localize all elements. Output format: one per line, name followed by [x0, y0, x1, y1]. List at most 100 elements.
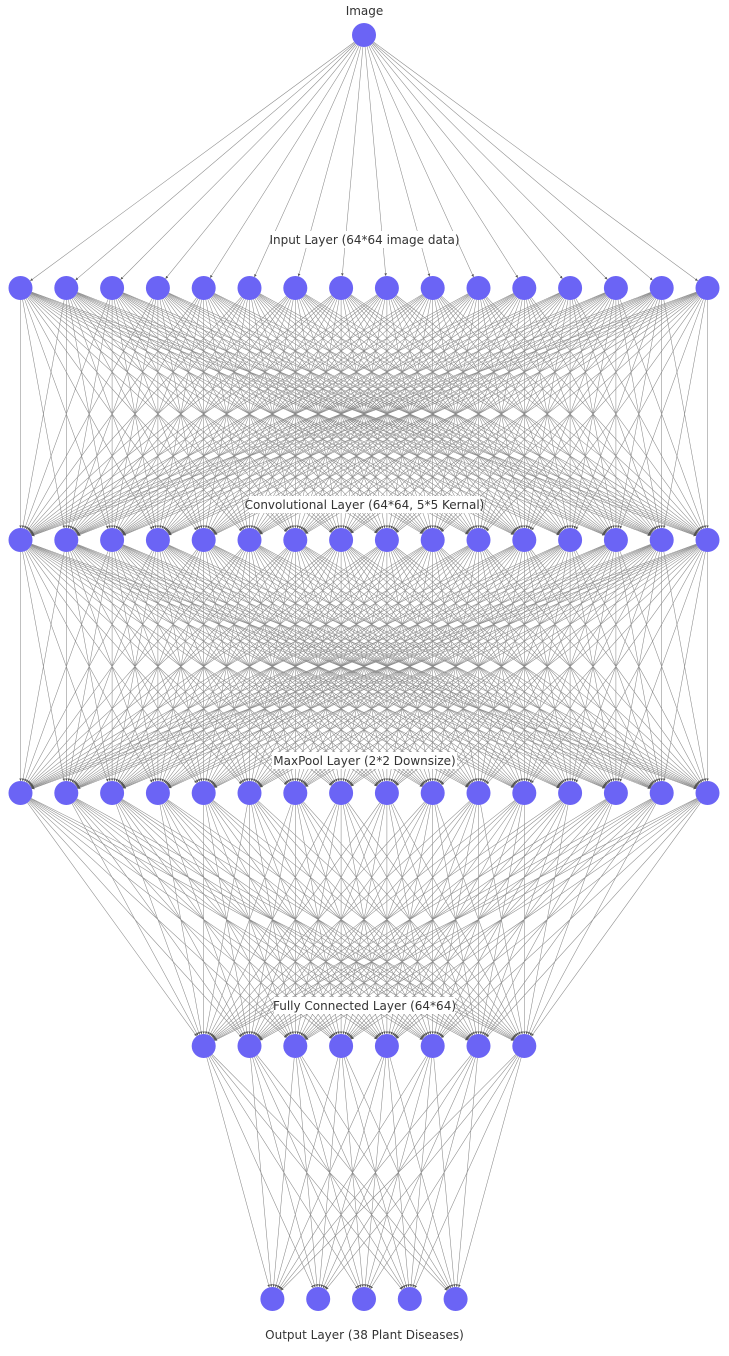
edge-conv-9-to-maxpool-0: [30, 546, 423, 787]
conv-node-8: [329, 528, 354, 552]
conv-node-7: [283, 528, 308, 552]
fc-node-8: [512, 1034, 537, 1058]
maxpool-node-12: [512, 781, 537, 805]
edge-input-15-to-conv-5: [259, 293, 698, 535]
fc-node-4: [329, 1034, 354, 1058]
edge-fc-5-to-output-0: [278, 1055, 427, 1290]
input-node-7: [283, 276, 308, 300]
fc-node-7: [466, 1034, 491, 1058]
edge-input-13-to-conv-0: [31, 292, 605, 536]
maxpool-node-2: [54, 781, 79, 805]
input-layer-label-group: Input Layer (64*64 image data): [269, 231, 460, 248]
conv-node-6: [237, 528, 262, 552]
conv-layer-label-group: Convolutional Layer (64*64, 5*5 Kernal): [245, 496, 484, 513]
maxpool-node-13: [558, 781, 583, 805]
edge-input-14-to-conv-0: [31, 292, 651, 536]
maxpool-node-4: [145, 781, 170, 805]
maxpool-layer-label-group: MaxPool Layer (2*2 Downsize): [272, 752, 457, 769]
edge-input-10-to-conv-0: [30, 293, 469, 535]
output-node-4: [397, 1287, 422, 1311]
edge-fc-2-to-output-0: [272, 1057, 295, 1288]
edge-input-15-to-conv-7: [350, 294, 698, 534]
edge-conv-15-to-maxpool-0: [31, 543, 697, 790]
edge-input-8-to-conv-0: [30, 294, 378, 534]
edge-fc-3-to-output-0: [274, 1057, 339, 1288]
edge-input-15-to-conv-1: [77, 292, 697, 536]
edge-fc-7-to-output-1: [325, 1055, 517, 1290]
edge-maxpool-3-to-fc-0: [159, 804, 203, 1035]
maxpool-node-10: [420, 781, 445, 805]
input-node-11: [466, 276, 491, 300]
maxpool-node-16: [695, 781, 720, 805]
input-layer-label-bg: [272, 231, 457, 248]
output-layer-label-group: Output Layer (38 Plant Diseases): [265, 1326, 464, 1343]
conv-node-9: [374, 528, 399, 552]
edge-maxpool-0-to-fc-0: [27, 802, 197, 1037]
edge-conv-7-to-maxpool-0: [29, 547, 332, 786]
edge-conv-15-to-maxpool-9: [441, 547, 699, 786]
edge-conv-8-to-maxpool-0: [30, 546, 378, 787]
output-layer-label-bg: [266, 1326, 463, 1343]
edge-fc-4-to-output-0: [277, 1056, 383, 1289]
edge-input-4-to-conv-0: [27, 297, 197, 531]
edge-input-15-to-conv-11: [531, 297, 701, 531]
edge-input-15-to-conv-8: [396, 295, 699, 533]
edge-maxpool-15-to-fc-7: [531, 802, 701, 1037]
fc-layer-label: Fully Connected Layer (64*64): [273, 999, 456, 1013]
edge-input-7-to-conv-0: [29, 295, 332, 533]
edge-input-15-to-conv-2: [123, 292, 697, 536]
edge-image-0-to-input-11: [370, 44, 519, 279]
maxpool-node-8: [329, 781, 354, 805]
edge-maxpool-15-to-fc-5: [441, 800, 699, 1039]
edge-conv-6-to-maxpool-0: [29, 547, 287, 786]
image-label-group: Image: [340, 2, 390, 18]
input-node-12: [512, 276, 537, 300]
input-layer-label: Input Layer (64*64 image data): [269, 233, 459, 247]
edge-conv-15-to-maxpool-12: [575, 550, 703, 783]
edge-fc-0-to-output-0: [206, 1057, 270, 1288]
edge-input-12-to-conv-0: [31, 292, 560, 536]
edge-conv-15-to-maxpool-3: [168, 544, 697, 789]
edge-conv-15-to-maxpool-5: [259, 545, 698, 788]
edge-conv-15-to-maxpool-4: [214, 545, 697, 788]
edge-conv-10-to-maxpool-0: [30, 545, 469, 788]
edge-input-15-to-conv-13: [619, 299, 704, 529]
edge-maxpool-6-to-fc-0: [207, 804, 292, 1035]
maxpool-node-3: [100, 781, 125, 805]
input-node-15: [649, 276, 674, 300]
edge-input-15-to-conv-6: [305, 294, 698, 534]
edge-maxpool-8-to-fc-0: [210, 802, 381, 1037]
maxpool-node-15: [649, 781, 674, 805]
fc-node-6: [420, 1034, 445, 1058]
edge-conv-15-to-maxpool-7: [350, 546, 698, 787]
edge-input-15-to-conv-12: [575, 298, 703, 530]
edge-conv-12-to-maxpool-0: [31, 544, 560, 789]
edge-image-0-to-input-4: [209, 44, 358, 279]
output-layer-label: Output Layer (38 Plant Diseases): [265, 1328, 464, 1342]
input-node-2: [54, 276, 79, 300]
conv-node-10: [420, 528, 445, 552]
image-label-bg: [340, 2, 390, 18]
output-node-1: [260, 1287, 285, 1311]
edge-input-15-to-conv-9: [441, 295, 699, 533]
edge-maxpool-9-to-fc-0: [211, 801, 425, 1038]
input-node-13: [558, 276, 583, 300]
edge-input-2-to-conv-0: [24, 299, 109, 529]
edge-maxpool-2-to-fc-0: [115, 804, 200, 1035]
conv-node-12: [512, 528, 537, 552]
input-node-6: [237, 276, 262, 300]
edge-image-0-to-input-0: [30, 41, 355, 282]
edge-input-15-to-conv-4: [214, 293, 697, 535]
maxpool-node-7: [283, 781, 308, 805]
edge-image-0-to-input-5: [254, 45, 360, 278]
fc-layer-label-group: Fully Connected Layer (64*64): [273, 997, 456, 1014]
fc-node-3: [283, 1034, 308, 1058]
maxpool-node-14: [603, 781, 628, 805]
fc-node-1: [191, 1034, 216, 1058]
maxpool-node-1: [8, 781, 33, 805]
edge-conv-3-to-maxpool-0: [25, 550, 153, 783]
edge-maxpool-7-to-fc-0: [209, 803, 336, 1036]
input-node-5: [191, 276, 216, 300]
edge-fc-7-to-output-2: [370, 1055, 519, 1290]
